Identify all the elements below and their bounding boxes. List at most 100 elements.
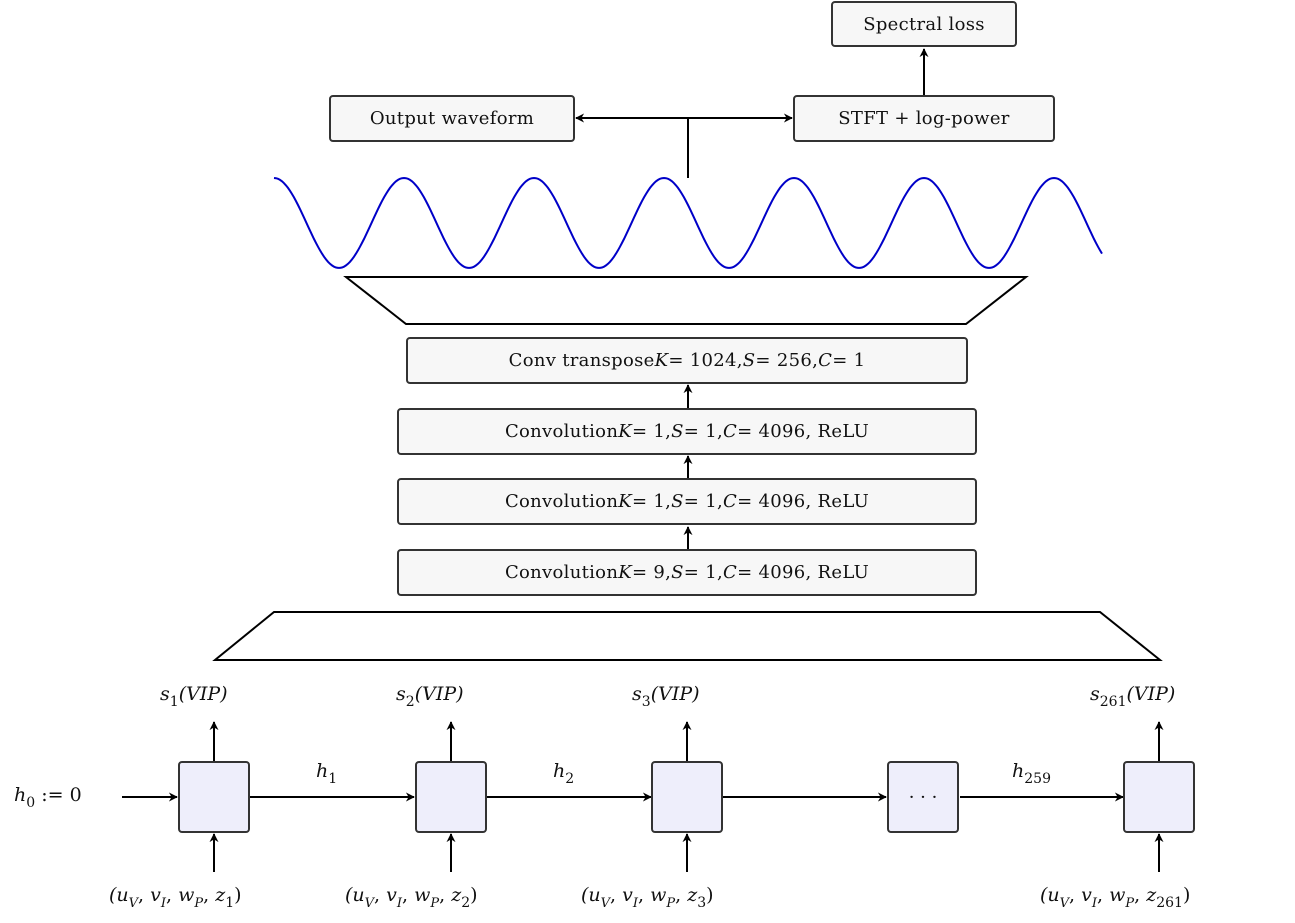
- channels-value: = 4096, ReLU: [737, 421, 870, 442]
- rnn-cell-261: [1123, 761, 1195, 833]
- input-label-2: (uV, vI, wP, z2): [345, 884, 478, 911]
- stft-box: STFT + log-power: [793, 95, 1055, 142]
- kernel-symbol: K: [618, 421, 632, 442]
- input-close: ): [1182, 884, 1191, 906]
- output-args: (VIP): [178, 683, 228, 705]
- input-z: z: [451, 884, 462, 906]
- stride-value: = 1,: [683, 562, 723, 583]
- channels-symbol: C: [818, 350, 833, 371]
- hidden-sub: 259: [1024, 771, 1051, 787]
- input-label-261: (uV, vI, wP, z261): [1040, 884, 1191, 911]
- channels-symbol: C: [722, 491, 738, 512]
- output-var: s: [396, 683, 406, 705]
- ellipsis-label: · · ·: [908, 786, 938, 808]
- output-args: (VIP): [414, 683, 464, 705]
- convolution-layer-1: Convolution K = 9, S = 1, C = 4096, ReLU: [397, 549, 977, 596]
- input-v-sub: I: [160, 896, 167, 911]
- input-open: (u: [1040, 884, 1060, 906]
- rnn-cell-2: [415, 761, 487, 833]
- input-w-sub: P: [1125, 896, 1135, 911]
- rnn-cell-ellipsis: · · ·: [887, 761, 959, 833]
- output-waveform-box: Output waveform: [329, 95, 575, 142]
- convolution-layer-2: Convolution K = 1, S = 1, C = 4096, ReLU: [397, 478, 977, 525]
- hidden-state-label-2: h2: [553, 760, 574, 787]
- input-v-sub: I: [1091, 896, 1098, 911]
- output-sub: 2: [405, 694, 415, 710]
- upsampling-trapezoid: [343, 276, 1029, 325]
- stride-value: = 256,: [755, 350, 819, 371]
- input-w-sub: P: [666, 896, 676, 911]
- kernel-value: = 9,: [631, 562, 672, 583]
- input-close: ): [706, 884, 714, 906]
- input-v: v: [1081, 884, 1092, 906]
- hidden-var: h: [1012, 760, 1025, 782]
- kernel-symbol: K: [654, 350, 669, 371]
- kernel-value: = 1,: [631, 421, 672, 442]
- input-w: w: [650, 884, 667, 906]
- input-u-sub: V: [600, 896, 611, 911]
- spectral-loss-box: Spectral loss: [831, 1, 1017, 47]
- convolution-layer-3: Convolution K = 1, S = 1, C = 4096, ReLU: [397, 408, 977, 455]
- input-u-sub: V: [128, 896, 139, 911]
- hidden-state-label-1: h1: [316, 760, 337, 787]
- output-args: (VIP): [1126, 683, 1176, 705]
- h0-rest: := 0: [35, 784, 82, 806]
- input-v: v: [386, 884, 397, 906]
- input-w: w: [178, 884, 195, 906]
- input-z: z: [687, 884, 698, 906]
- hidden-sub: 2: [565, 771, 575, 787]
- stride-symbol: S: [742, 350, 756, 371]
- rnn-cell-1: [178, 761, 250, 833]
- channels-value: = 1: [832, 350, 866, 371]
- input-z: z: [215, 884, 226, 906]
- input-v-sub: I: [632, 896, 639, 911]
- spectral-loss-label: Spectral loss: [863, 13, 985, 35]
- input-v-sub: I: [396, 896, 403, 911]
- layer-name: Convolution: [504, 562, 619, 583]
- hidden-sub: 1: [328, 771, 338, 787]
- rnn-to-conv-trapezoid: [212, 611, 1163, 661]
- h0-var: h: [14, 784, 27, 806]
- input-u-sub: V: [364, 896, 375, 911]
- output-sub: 3: [641, 694, 651, 710]
- output-label-3: s3(VIP): [632, 683, 700, 710]
- input-z: z: [1146, 884, 1157, 906]
- output-args: (VIP): [650, 683, 700, 705]
- output-var: s: [160, 683, 170, 705]
- stride-symbol: S: [671, 421, 684, 442]
- layer-name: Conv transpose: [508, 350, 655, 371]
- stft-label: STFT + log-power: [838, 108, 1010, 129]
- channels-value: = 4096, ReLU: [737, 491, 870, 512]
- output-label-2: s2(VIP): [396, 683, 464, 710]
- input-w: w: [1109, 884, 1126, 906]
- initial-hidden-state-label: h0 := 0: [14, 784, 82, 811]
- stride-symbol: S: [671, 491, 684, 512]
- layer-name: Convolution: [504, 491, 619, 512]
- input-w: w: [414, 884, 431, 906]
- input-w-sub: P: [194, 896, 204, 911]
- input-label-1: (uV, vI, wP, z1): [109, 884, 242, 911]
- output-waveform-label: Output waveform: [369, 108, 535, 129]
- input-v: v: [622, 884, 633, 906]
- input-u-sub: V: [1059, 896, 1070, 911]
- channels-symbol: C: [722, 421, 738, 442]
- conv-transpose-layer: Conv transpose K = 1024, S = 256, C = 1: [406, 337, 968, 384]
- kernel-value: = 1024,: [668, 350, 743, 371]
- input-open: (u: [581, 884, 601, 906]
- input-close: ): [470, 884, 478, 906]
- output-sub: 261: [1099, 694, 1127, 710]
- output-sub: 1: [169, 694, 179, 710]
- input-z-sub: 3: [697, 895, 707, 911]
- input-open: (u: [345, 884, 365, 906]
- input-z-sub: 261: [1156, 895, 1183, 911]
- kernel-symbol: K: [618, 562, 632, 583]
- input-z-sub: 2: [461, 895, 471, 911]
- input-open: (u: [109, 884, 129, 906]
- stride-value: = 1,: [683, 421, 723, 442]
- output-label-261: s261(VIP): [1090, 683, 1176, 710]
- rnn-cell-3: [651, 761, 723, 833]
- h0-sub: 0: [26, 795, 36, 811]
- hidden-var: h: [316, 760, 329, 782]
